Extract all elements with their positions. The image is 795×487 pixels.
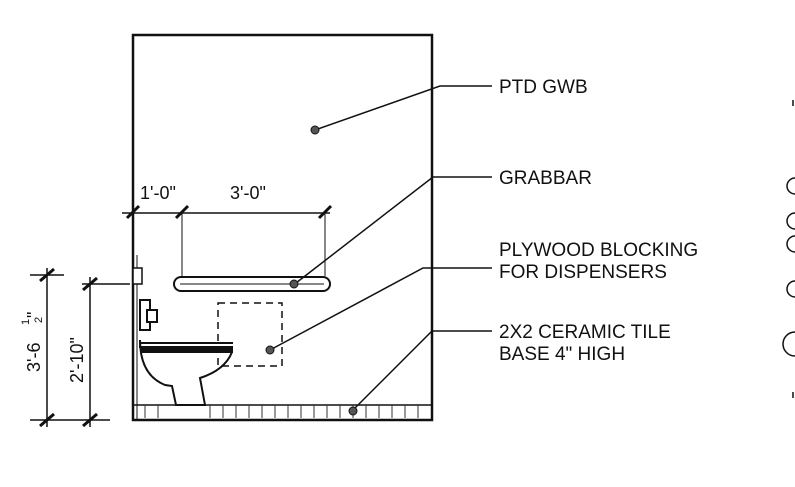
dim-overall-height: 3'-6 bbox=[24, 343, 44, 372]
toilet bbox=[132, 267, 233, 406]
dim-grabbar-length: 3'-0" bbox=[230, 183, 266, 203]
grab-bar bbox=[173, 276, 331, 292]
dim-overall-height-frac-den: 2 bbox=[33, 317, 45, 323]
cropped-edge-marks bbox=[782, 100, 795, 398]
vertical-dimension bbox=[30, 267, 130, 428]
note-blocking-line1: PLYWOOD BLOCKING bbox=[499, 240, 698, 261]
dim-grabbar-height: 2'-10" bbox=[67, 337, 87, 383]
horizontal-dimension bbox=[122, 204, 333, 276]
note-blocking-line2: FOR DISPENSERS bbox=[499, 262, 667, 283]
note-tile-line1: 2X2 CERAMIC TILE bbox=[499, 322, 671, 343]
dim-overall-height-suffix: " bbox=[24, 312, 44, 318]
dim-side-offset: 1'-0" bbox=[140, 183, 176, 203]
leaders bbox=[269, 85, 492, 411]
note-finish: PTD GWB bbox=[499, 77, 588, 98]
note-tile-line2: BASE 4" HIGH bbox=[499, 344, 625, 365]
tile-base bbox=[133, 404, 432, 418]
leader-dots bbox=[265, 125, 358, 416]
plywood-blocking bbox=[217, 302, 283, 367]
dim-overall-height-frac-num: 1 bbox=[20, 319, 32, 325]
wall-outline bbox=[131, 33, 434, 422]
note-grabbar: GRABBAR bbox=[499, 168, 592, 189]
